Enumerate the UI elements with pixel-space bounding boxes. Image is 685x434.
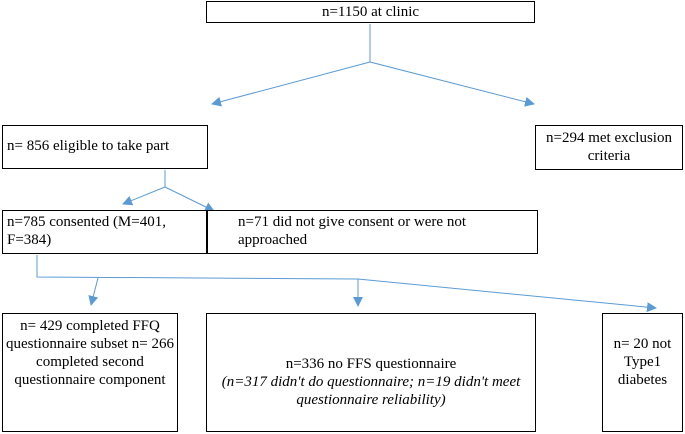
box-no-consent: n=71 did not give consent or were not ap… bbox=[207, 210, 538, 254]
arrow-to-no-consent bbox=[164, 186, 215, 212]
box-excluded: n=294 met exclusion criteria bbox=[535, 125, 683, 170]
arrow-to-eligible bbox=[211, 61, 371, 107]
box-no-ffs-main: n=336 no FFS questionnaire bbox=[285, 356, 457, 372]
box-eligible: n= 856 eligible to take part bbox=[2, 125, 208, 169]
box-clinic: n=1150 at clinic bbox=[206, 1, 535, 23]
box-ffq-completed: n= 429 completed FFQ questionnaire subse… bbox=[2, 313, 178, 432]
box-no-ffs-detail: (n=317 didn't do questionnaire; n=19 did… bbox=[221, 374, 521, 408]
arrow-to-not-type1 bbox=[357, 278, 657, 313]
box-consented: n=785 consented (M=401, F=384) bbox=[2, 210, 207, 254]
connector-consented-branch bbox=[36, 255, 359, 280]
arrow-to-ffq bbox=[88, 277, 99, 306]
box-no-ffs: n=336 no FFS questionnaire (n=317 didn't… bbox=[206, 313, 536, 432]
arrow-to-consented bbox=[122, 186, 166, 206]
box-no-consent-text: n=71 did not give consent or were not ap… bbox=[238, 214, 466, 248]
box-excluded-text: n=294 met exclusion criteria bbox=[546, 130, 672, 164]
box-not-type1-text: n= 20 not Type1 diabetes bbox=[613, 336, 672, 388]
box-ffq-completed-text: n= 429 completed FFQ questionnaire subse… bbox=[5, 318, 175, 388]
box-consented-text: n=785 consented (M=401, F=384) bbox=[7, 214, 166, 248]
arrow-to-excluded bbox=[369, 61, 535, 107]
box-clinic-text: n=1150 at clinic bbox=[321, 4, 420, 20]
box-not-type1: n= 20 not Type1 diabetes bbox=[602, 313, 683, 432]
box-eligible-text: n= 856 eligible to take part bbox=[7, 138, 170, 154]
